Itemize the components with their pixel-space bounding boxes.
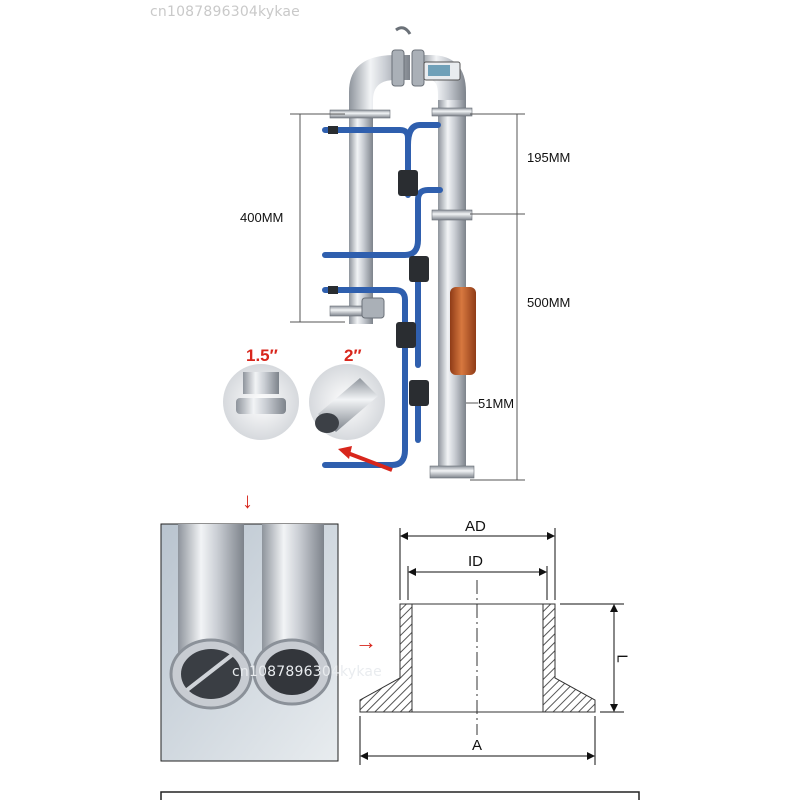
drawing-label-ad: AD [465,518,486,535]
drawing-label-a: A [472,737,483,754]
top-dimension-lines [290,113,525,481]
valve-4 [409,380,429,406]
fitting-1-5-photo [223,364,299,440]
tube-photo-right-bore [264,649,320,695]
watermark-top: cn1087896304kykae [150,4,300,20]
fitting-size-1-5: 1.5′′ [246,346,278,365]
ferrule-drawing [359,580,596,735]
thermometer-screen [428,65,450,76]
dim-label-195: 195MM [527,150,571,165]
fitting-2-photo [309,364,385,440]
red-indicator-arrow-head [338,446,352,459]
red-indicator-arrow [344,450,393,472]
tube-photo-left-spring [185,653,234,692]
red-down-arrow-icon: ↓ [242,488,253,513]
dim-label-400: 400MM [240,210,284,225]
hose-end-1 [328,126,338,134]
hose-lower-left [322,287,408,328]
drawing-label-id: ID [468,553,483,570]
fitting-1-5-flange [236,398,286,414]
column-assembly [322,26,476,479]
lower-clamp [361,297,385,319]
top-clamp-right [411,49,425,87]
tube-photo [160,523,339,762]
valve-1 [398,170,418,196]
copper-packing [450,287,476,375]
dim-label-500: 500MM [527,295,571,310]
valve-3 [396,322,416,348]
fitting-size-2: 2′′ [344,346,362,365]
mid-flange [431,209,473,221]
info-box-border [160,791,640,800]
fitting-1-5-body [243,372,279,394]
ferrule-right-wall [542,603,596,713]
drawing-label-l: L [613,654,631,663]
hose-bottom [322,342,408,468]
hose-mid [322,187,443,258]
dim-label-51: 51MM [478,396,515,411]
red-right-arrow-icon: → [355,629,377,654]
watermark-overlay: cn1087896304kykae [232,664,382,680]
clamp-handle [395,26,412,35]
bottom-flange [429,465,475,479]
drawing-dimensions [359,528,624,765]
ferrule-left-wall [359,603,413,713]
right-top-flange [431,107,473,117]
hose-end-2 [328,286,338,294]
valve-2 [409,256,429,282]
top-clamp-left [391,49,405,87]
fitting-2-opening [315,413,339,433]
hose-top-right [405,122,441,198]
